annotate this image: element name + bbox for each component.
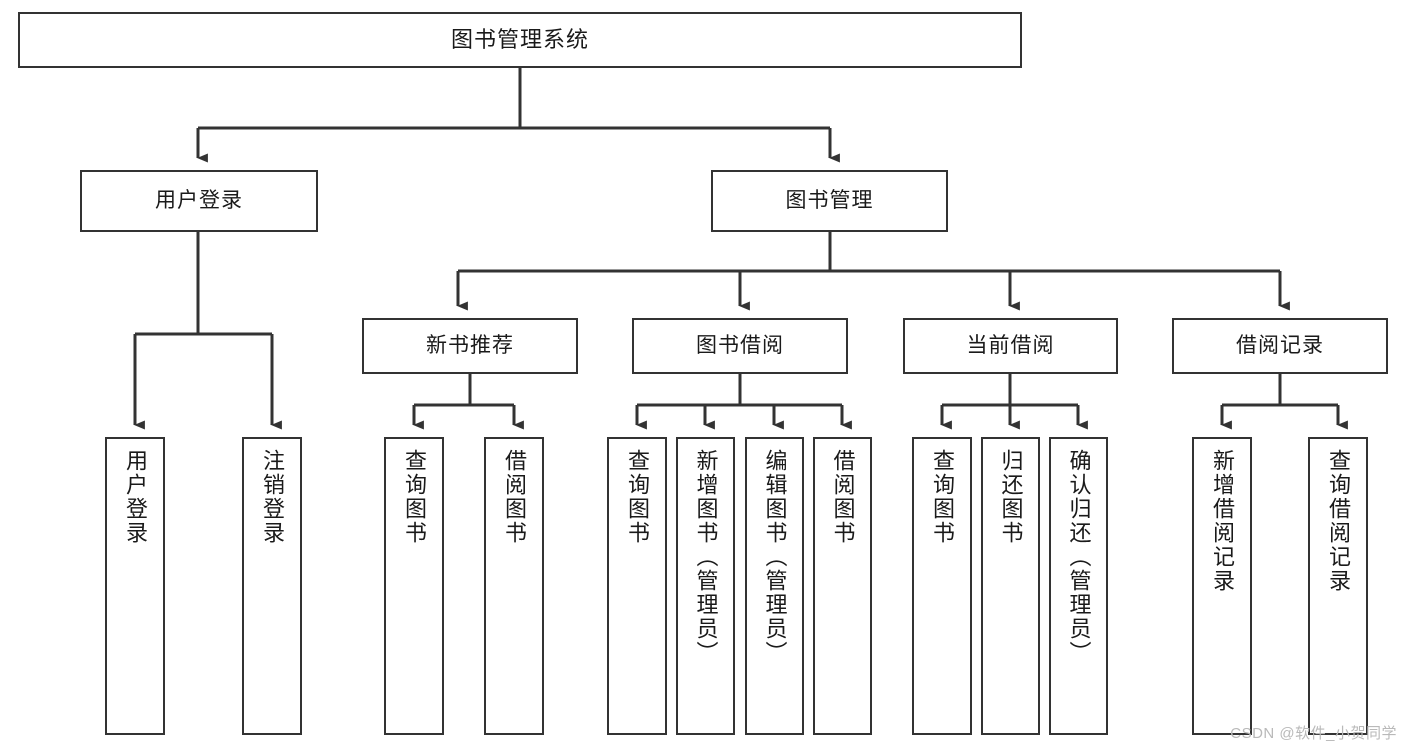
node-label: 新增借阅记录 xyxy=(1209,449,1235,593)
node-current-borrow[interactable]: 当前借阅 xyxy=(903,318,1118,374)
node-label: 借阅记录 xyxy=(1236,334,1324,358)
node-label: 图书管理系统 xyxy=(450,26,589,52)
leaf-current-borrow-return-books[interactable]: 归还图书 xyxy=(981,437,1040,735)
node-borrow-record[interactable]: 借阅记录 xyxy=(1172,318,1388,374)
node-label: 查询图书 xyxy=(624,449,650,545)
leaf-borrow-record-add-record[interactable]: 新增借阅记录 xyxy=(1192,437,1252,735)
leaf-borrow-record-query-record[interactable]: 查询借阅记录 xyxy=(1308,437,1368,735)
leaf-new-book-borrow-books[interactable]: 借阅图书 xyxy=(484,437,544,735)
leaf-current-borrow-confirm-return-admin[interactable]: 确认归还（管理员） xyxy=(1049,437,1108,735)
node-label: 新增图书（管理员） xyxy=(693,449,719,665)
leaf-book-borrow-add-book-admin[interactable]: 新增图书（管理员） xyxy=(676,437,735,735)
node-root-book-management-system[interactable]: 图书管理系统 xyxy=(18,12,1022,68)
leaf-user-login-logout[interactable]: 注销登录 xyxy=(242,437,302,735)
leaf-current-borrow-query-books[interactable]: 查询图书 xyxy=(912,437,972,735)
node-label: 借阅图书 xyxy=(830,449,856,545)
node-user-login[interactable]: 用户登录 xyxy=(80,170,318,232)
node-label: 图书管理 xyxy=(785,189,874,213)
leaf-book-borrow-edit-book-admin[interactable]: 编辑图书（管理员） xyxy=(745,437,804,735)
node-label: 图书借阅 xyxy=(696,334,784,358)
node-label: 注销登录 xyxy=(259,449,285,545)
node-label: 确认归还（管理员） xyxy=(1066,449,1092,665)
leaf-new-book-query-books[interactable]: 查询图书 xyxy=(384,437,444,735)
node-label: 编辑图书（管理员） xyxy=(762,449,788,665)
node-label: 新书推荐 xyxy=(426,334,514,358)
watermark: CSDN @软件_小贺同学 xyxy=(1230,725,1397,742)
leaf-book-borrow-borrow-books[interactable]: 借阅图书 xyxy=(813,437,872,735)
node-new-book-recommend[interactable]: 新书推荐 xyxy=(362,318,578,374)
node-label: 归还图书 xyxy=(998,449,1024,545)
node-label: 查询借阅记录 xyxy=(1325,449,1351,593)
node-label: 查询图书 xyxy=(929,449,955,545)
leaf-book-borrow-query-books[interactable]: 查询图书 xyxy=(607,437,667,735)
leaf-user-login-login[interactable]: 用户登录 xyxy=(105,437,165,735)
node-label: 查询图书 xyxy=(401,449,427,545)
node-book-management[interactable]: 图书管理 xyxy=(711,170,948,232)
node-label: 用户登录 xyxy=(122,449,148,545)
node-label: 当前借阅 xyxy=(966,334,1055,358)
node-book-borrow[interactable]: 图书借阅 xyxy=(632,318,848,374)
node-label: 用户登录 xyxy=(155,189,243,213)
node-label: 借阅图书 xyxy=(501,449,527,545)
